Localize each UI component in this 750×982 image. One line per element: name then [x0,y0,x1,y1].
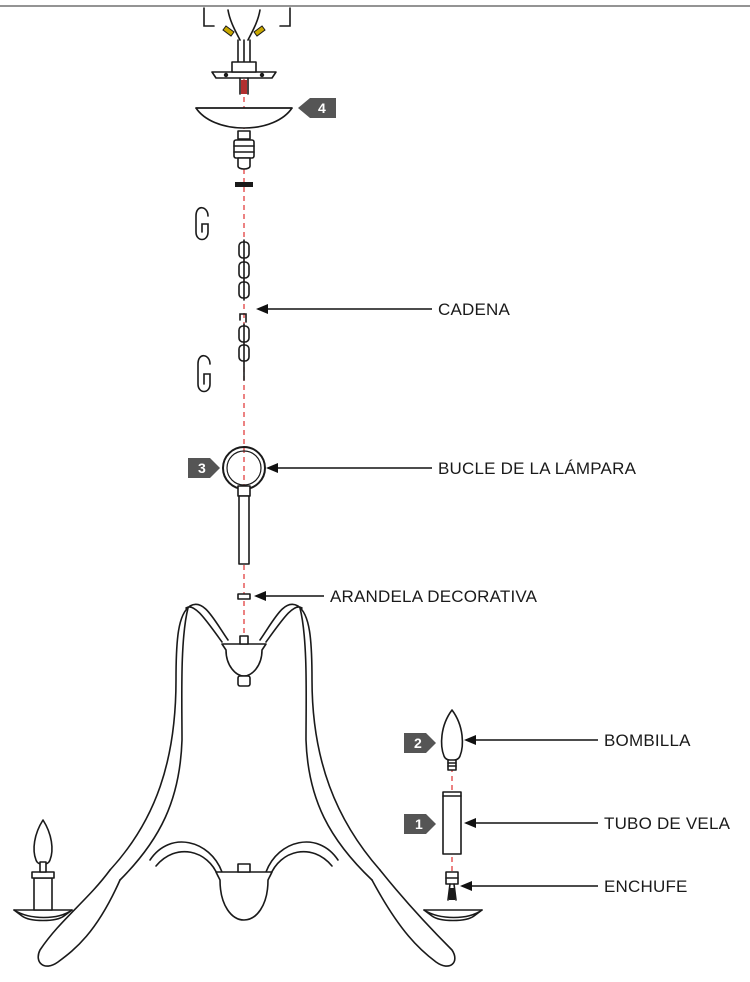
svg-text:2: 2 [414,735,422,751]
label-arandela: ARANDELA DECORATIVA [330,587,538,606]
left-candle [13,819,73,922]
right-bobeche [423,909,483,922]
label-bucle: BUCLE DE LA LÁMPARA [438,459,637,478]
bottom-cup [215,863,273,921]
canopy [195,107,293,129]
candle-tube [442,791,462,855]
canopy-nut [233,130,255,170]
step-badge-4: 4 [298,98,336,118]
label-tubo: TUBO DE VELA [604,814,731,833]
socket [445,871,459,901]
svg-text:1: 1 [415,816,423,832]
bulb [440,709,464,771]
s-hook-upper [195,206,209,241]
step-badge-1: 1 [404,814,436,834]
mounting-plate [211,61,277,95]
chandelier-arms [37,603,456,967]
label-bombilla: BOMBILLA [604,731,691,750]
label-enchufe: ENCHUFE [604,877,688,896]
svg-text:4: 4 [318,100,326,116]
svg-text:3: 3 [198,460,206,476]
lamp-loop [222,446,266,565]
center-cup [221,635,267,687]
chain-segment-lower [238,313,250,381]
label-cadena: CADENA [438,300,511,319]
step-badge-2: 2 [404,733,436,753]
chain-segment-upper [238,239,250,301]
junction-box [203,7,291,65]
chain-washer [235,182,253,187]
step-badge-3: 3 [188,458,220,478]
decorative-washer [237,593,251,600]
s-hook-lower [197,354,211,393]
